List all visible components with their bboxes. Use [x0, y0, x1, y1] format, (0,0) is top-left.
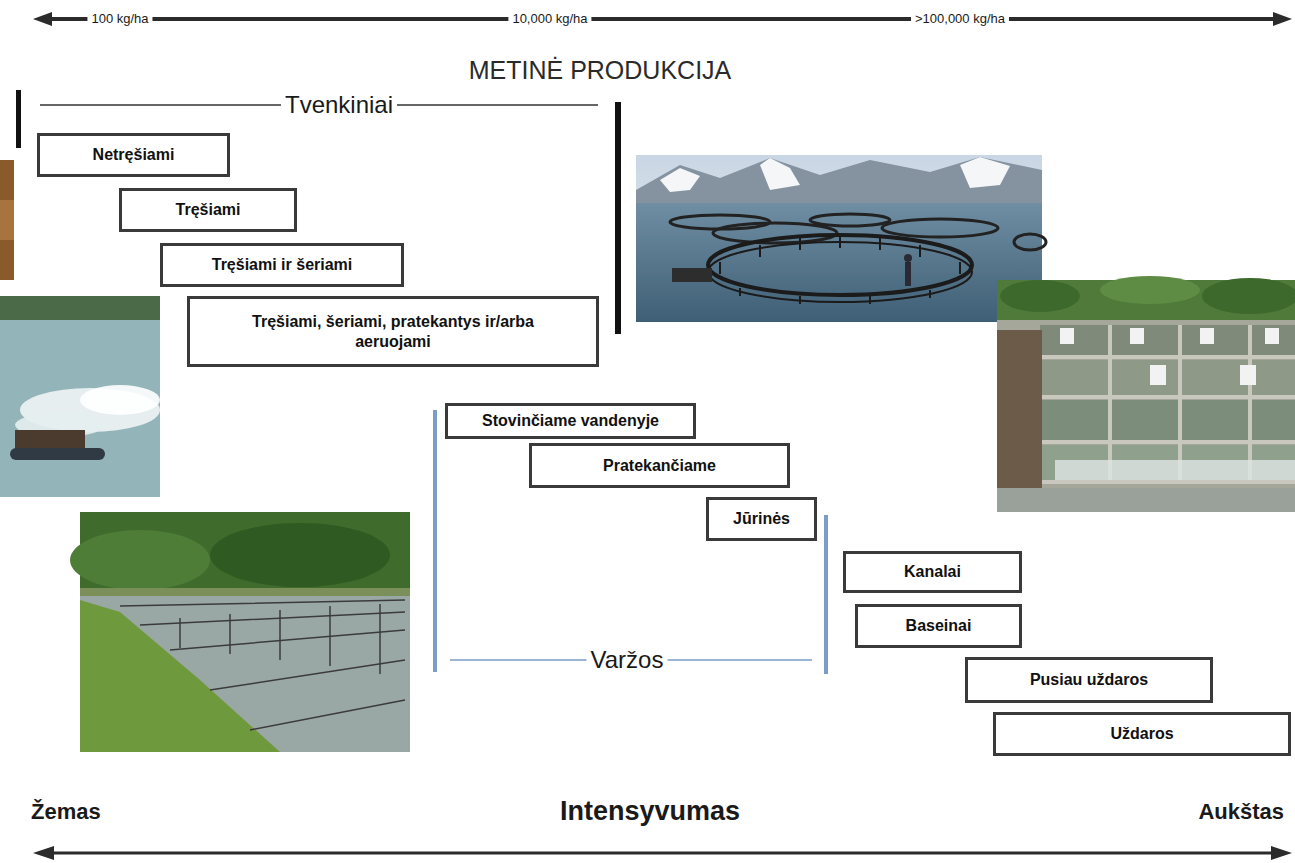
axis-line: [48, 852, 1278, 855]
photo-ground: [997, 280, 1295, 512]
axis-line: [45, 17, 1280, 21]
box-label: Pusiau uždaros: [1030, 670, 1148, 689]
bracket-bar: [615, 102, 621, 334]
tank-walls: [1040, 325, 1295, 482]
photo-water: [997, 488, 1295, 512]
snow: [660, 168, 700, 192]
box-label: Baseinai: [906, 616, 972, 635]
tree: [1202, 278, 1295, 314]
box-label: Uždaros: [1110, 724, 1173, 743]
box-label: Tręšiami ir šeriami: [212, 255, 353, 274]
arrow-head: [33, 12, 52, 26]
raceway-photo: [997, 276, 1295, 512]
category-box: Baseinai: [855, 604, 1022, 648]
box-label: Stovinčiame vandenyje: [482, 411, 659, 430]
barrel: [1265, 328, 1279, 344]
bank: [997, 330, 1042, 512]
group-label: Varžos: [587, 646, 668, 674]
aerator: [15, 430, 85, 450]
photo-sky: [636, 155, 1042, 322]
category-box: Netręšiami: [37, 133, 230, 177]
box-label: Kanalai: [904, 562, 961, 581]
box-label: Netręšiami: [93, 145, 175, 164]
barrel: [1240, 365, 1256, 385]
group-label: Tvenkiniai: [281, 91, 397, 119]
axis-value: 100 kg/ha: [87, 12, 152, 27]
tree: [210, 523, 390, 587]
bracket-bar: [433, 410, 437, 672]
category-box: Pratekančiame: [529, 443, 790, 488]
person-head: [904, 254, 912, 262]
category-box: Tręšiami: [119, 188, 297, 232]
far-bank: [80, 588, 410, 596]
barrel: [1200, 328, 1214, 344]
box-label: Jūrinės: [733, 509, 790, 528]
category-box: Stovinčiame vandenyje: [445, 403, 696, 439]
arrow-head: [1273, 12, 1292, 26]
cage-ring: [810, 214, 890, 226]
arrow-head: [1271, 846, 1292, 860]
trees: [0, 296, 160, 320]
photo: [0, 160, 14, 280]
category-box: Pusiau uždaros: [965, 657, 1213, 703]
photo-water: [636, 203, 1042, 322]
chart-title: METINĖ PRODUKCIJA: [465, 56, 736, 85]
production-axis: [33, 12, 1292, 26]
cage-posts: [180, 604, 380, 674]
waterfall: [1055, 460, 1295, 480]
intensity-axis: [33, 846, 1292, 860]
photo-strip: [0, 160, 14, 280]
aerator-float: [10, 448, 105, 460]
snow: [960, 157, 1010, 188]
tank: [1040, 360, 1295, 395]
tree: [1000, 280, 1080, 312]
cage-ring: [708, 242, 972, 302]
cage-lines: [120, 600, 405, 730]
axis-end-label: Aukštas: [1194, 799, 1288, 824]
axis-title: Intensyvumas: [556, 796, 744, 827]
barrel: [1130, 328, 1144, 344]
axis-value: >100,000 kg/ha: [911, 12, 1009, 27]
tree: [1100, 276, 1200, 304]
box-label: Tręšiami: [176, 200, 241, 219]
axis-end-label: Žemas: [27, 799, 105, 824]
axis-value: 10,000 kg/ha: [508, 12, 591, 27]
category-box: Uždaros: [993, 712, 1291, 756]
tank: [1040, 400, 1295, 440]
tank: [1040, 325, 1295, 355]
category-box: Tręšiami ir šeriami: [160, 243, 404, 287]
cage-ring: [1014, 234, 1046, 250]
arrow-head: [33, 846, 54, 860]
barrel: [1150, 365, 1166, 385]
category-box: Kanalai: [843, 551, 1022, 593]
bracket-bar: [16, 90, 21, 148]
tree: [70, 530, 210, 590]
category-box: Jūrinės: [706, 497, 817, 541]
photo-water: [0, 296, 160, 497]
cage-ring: [882, 219, 998, 237]
bracket-bar: [824, 515, 828, 674]
sea-cage-photo: [636, 155, 1046, 322]
snow: [760, 158, 800, 190]
enclosures-bracket: [433, 410, 828, 674]
box-label: Pratekančiame: [603, 456, 716, 475]
box-label: Tręšiami, šeriami, pratekantys ir/arba a…: [243, 312, 543, 350]
pond-photo: [70, 512, 410, 752]
photo-detail: [0, 200, 14, 240]
spray: [80, 385, 160, 415]
cage-posts: [720, 236, 960, 304]
mountains: [636, 157, 1042, 205]
tank: [1040, 445, 1295, 480]
category-box: Tręšiami, šeriami, pratekantys ir/arba a…: [187, 296, 599, 367]
barrel: [1060, 328, 1074, 344]
person: [905, 262, 911, 286]
boat: [672, 268, 712, 282]
aerator-photo: [0, 296, 160, 497]
